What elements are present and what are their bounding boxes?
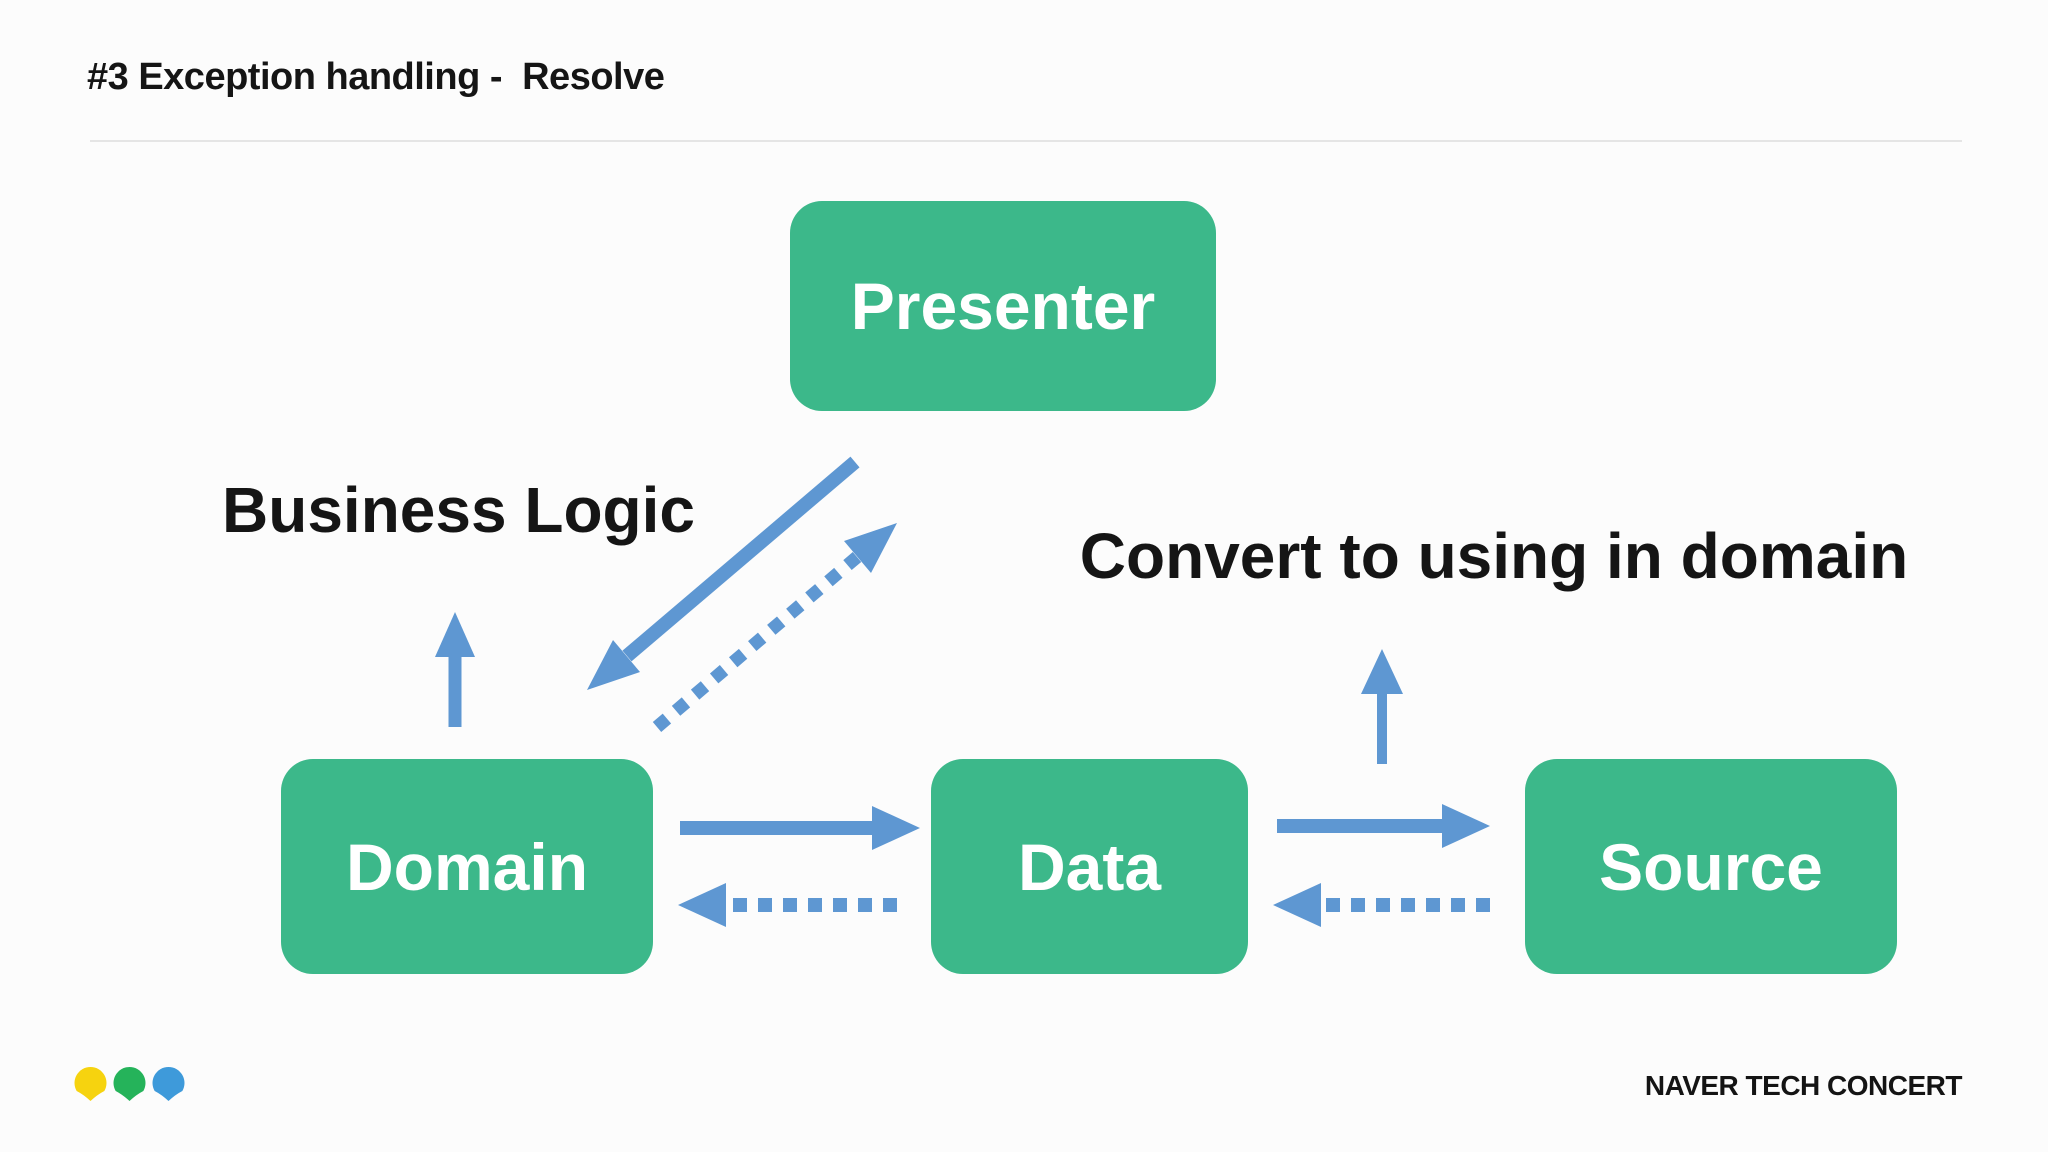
label-business-logic: Business Logic bbox=[222, 474, 695, 546]
node-data: Data bbox=[931, 759, 1248, 974]
arrow-left-dotted-icon bbox=[1273, 883, 1490, 927]
title-divider bbox=[90, 140, 1962, 142]
arrow-up-icon bbox=[435, 612, 475, 727]
arrow-diagonal-solid-icon bbox=[587, 456, 860, 690]
footer-brand: NAVER TECH CONCERT bbox=[1644, 1070, 1963, 1101]
node-presenter: Presenter bbox=[790, 201, 1216, 411]
arrow-right-solid-icon bbox=[680, 806, 920, 850]
arrow-diagonal-dotted-icon bbox=[652, 523, 897, 732]
node-source: Source bbox=[1525, 759, 1897, 974]
node-domain: Domain bbox=[281, 759, 653, 974]
node-data-label: Data bbox=[1017, 829, 1162, 904]
arrow-left-dotted-icon bbox=[678, 883, 897, 927]
page-title: #3 Exception handling - Resolve bbox=[87, 56, 665, 98]
node-source-label: Source bbox=[1599, 829, 1823, 904]
node-domain-label: Domain bbox=[345, 829, 589, 904]
arrow-right-solid-icon bbox=[1277, 804, 1490, 848]
node-presenter-label: Presenter bbox=[850, 269, 1156, 343]
arrow-up-icon bbox=[1361, 649, 1403, 764]
label-convert-to-domain: Convert to using in domain bbox=[1079, 520, 1909, 592]
brand-leaves-logo-icon bbox=[74, 1067, 185, 1101]
